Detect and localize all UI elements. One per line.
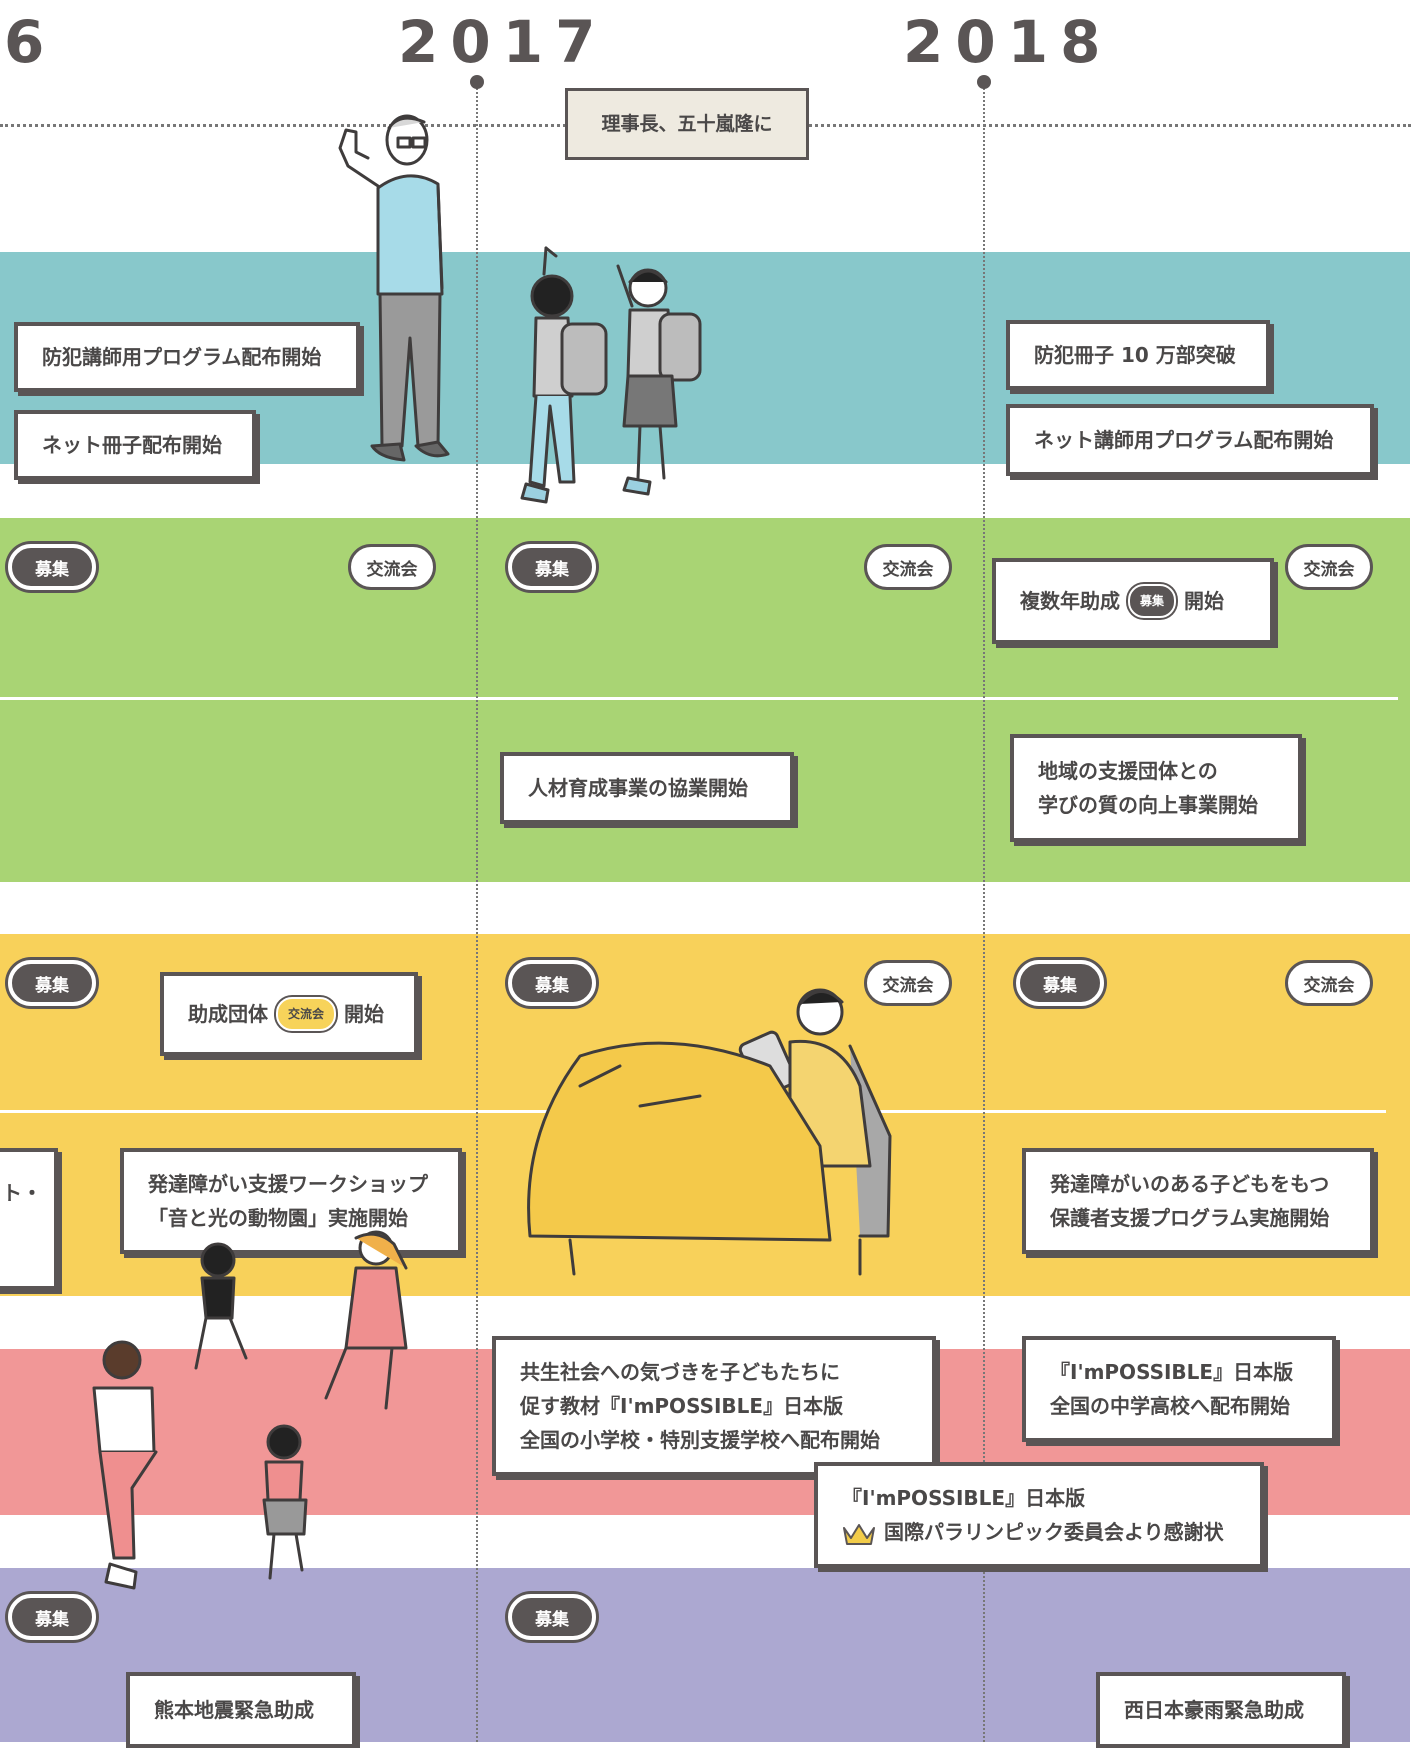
pill-exchange-label: 交流会: [882, 975, 934, 996]
box-parent-support: 発達障がいのある子どもをもつ 保護者支援プログラム実施開始: [1022, 1148, 1374, 1254]
box-net-instructor-program: ネット講師用プログラム配布開始: [1006, 404, 1374, 476]
box-kumamoto-emergency-text: 熊本地震緊急助成: [154, 1698, 314, 1722]
pill-recruitment-label: 募集: [35, 559, 69, 580]
box-impossible-elementary-line2: 促す教材『I'mPOSSIBLE』日本版: [520, 1394, 844, 1418]
box-multi-year-grant-suffix: 開始: [1184, 589, 1225, 613]
year-line-2018: [983, 88, 985, 1742]
box-paralympic-thanks-line1: 『I'mPOSSIBLE』日本版: [842, 1486, 1086, 1510]
box-impossible-junior-high-line2: 全国の中学高校へ配布開始: [1050, 1394, 1290, 1418]
box-talent-development-text: 人材育成事業の協業開始: [528, 776, 748, 800]
box-impossible-elementary: 共生社会への気づきを子どもたちに 促す教材『I'mPOSSIBLE』日本版 全国…: [492, 1336, 936, 1476]
box-parent-support-line2: 保護者支援プログラム実施開始: [1050, 1206, 1330, 1230]
box-developmental-workshop-line1: 発達障がい支援ワークショップ: [148, 1172, 428, 1196]
box-west-japan-emergency: 西日本豪雨緊急助成: [1096, 1672, 1346, 1748]
box-multi-year-grant: 複数年助成 募集 開始: [992, 558, 1274, 644]
box-crime-booklet-100k: 防犯冊子 10 万部突破: [1006, 320, 1270, 390]
pill-exchange-2018-green: 交流会: [1285, 544, 1373, 590]
pill-exchange-2016-green: 交流会: [348, 544, 436, 590]
note-chairman-text: 理事長、五十嵐隆に: [601, 113, 773, 135]
box-kumamoto-emergency: 熊本地震緊急助成: [126, 1672, 356, 1748]
mini-pill-exchange: 交流会: [276, 997, 337, 1031]
pill-exchange-label: 交流会: [1303, 559, 1355, 580]
box-impossible-elementary-line3: 全国の小学校・特別支援学校へ配布開始: [520, 1428, 880, 1452]
pill-recruitment-2017-yellow: 募集: [508, 960, 596, 1006]
box-west-japan-emergency-text: 西日本豪雨緊急助成: [1124, 1698, 1304, 1722]
box-regional-support-line1: 地域の支援団体との: [1038, 759, 1218, 783]
pill-recruitment-2016-yellow: 募集: [8, 960, 96, 1006]
illustration-schoolchildren: [520, 246, 702, 504]
pill-recruitment-label: 募集: [535, 559, 569, 580]
pill-recruitment-label: 募集: [35, 1609, 69, 1630]
box-partial-left: ト・: [0, 1148, 58, 1290]
note-chairman: 理事長、五十嵐隆に: [565, 88, 809, 160]
pill-exchange-2018-yellow: 交流会: [1285, 960, 1373, 1006]
box-regional-support-line2: 学びの質の向上事業開始: [1038, 793, 1258, 817]
mini-pill-recruitment: 募集: [1128, 584, 1177, 618]
box-impossible-junior-high-line1: 『I'mPOSSIBLE』日本版: [1050, 1360, 1294, 1384]
box-paralympic-thanks-line2: 国際パラリンピック委員会より感謝状: [842, 1515, 1236, 1549]
year-dot-2018: [977, 75, 991, 89]
box-partial-left-text: ト・: [2, 1181, 42, 1205]
pill-exchange-label: 交流会: [1303, 975, 1355, 996]
box-regional-support: 地域の支援団体との 学びの質の向上事業開始: [1010, 734, 1302, 842]
box-grantee-exchange-suffix: 開始: [344, 1002, 385, 1026]
box-developmental-workshop: 発達障がい支援ワークショップ 「音と光の動物園」実施開始: [120, 1148, 462, 1254]
pill-recruitment-2018-yellow: 募集: [1016, 960, 1104, 1006]
box-grantee-exchange: 助成団体 交流会 開始: [160, 972, 418, 1056]
year-label-2018: 2018: [903, 8, 1113, 76]
box-paralympic-thanks-line2-text: 国際パラリンピック委員会より感謝状: [884, 1520, 1224, 1544]
box-net-booklet: ネット冊子配布開始: [14, 410, 256, 480]
box-parent-support-line1: 発達障がいのある子どもをもつ: [1050, 1172, 1330, 1196]
illustration-elderly-man: [338, 114, 450, 462]
year-line-2017: [476, 88, 478, 1742]
illustration-running-children: [92, 1230, 408, 1590]
box-crime-prevention-program: 防犯講師用プログラム配布開始: [14, 322, 360, 392]
illustration-child-in-bed: [527, 988, 892, 1276]
year-label-2017: 2017: [398, 8, 608, 76]
year-label-2016: 6: [4, 8, 57, 76]
box-impossible-junior-high: 『I'mPOSSIBLE』日本版 全国の中学高校へ配布開始: [1022, 1336, 1336, 1442]
crown-icon: [843, 1523, 875, 1545]
box-multi-year-grant-text: 複数年助成: [1020, 589, 1120, 613]
pill-exchange-label: 交流会: [882, 559, 934, 580]
pill-recruitment-2016-green: 募集: [8, 544, 96, 590]
pill-recruitment-label: 募集: [1043, 975, 1077, 996]
pill-recruitment-label: 募集: [535, 975, 569, 996]
box-developmental-workshop-line2: 「音と光の動物園」実施開始: [148, 1206, 408, 1230]
box-net-booklet-text: ネット冊子配布開始: [42, 433, 222, 457]
pill-recruitment-2017-purple: 募集: [508, 1594, 596, 1640]
box-grantee-exchange-text: 助成団体: [188, 1002, 268, 1026]
box-paralympic-thanks: 『I'mPOSSIBLE』日本版 国際パラリンピック委員会より感謝状: [814, 1462, 1264, 1568]
box-net-instructor-program-text: ネット講師用プログラム配布開始: [1034, 428, 1334, 452]
pill-exchange-label: 交流会: [366, 559, 418, 580]
pill-exchange-2017-green: 交流会: [864, 544, 952, 590]
pill-recruitment-2016-purple: 募集: [8, 1594, 96, 1640]
box-impossible-elementary-line1: 共生社会への気づきを子どもたちに: [520, 1360, 840, 1384]
pill-recruitment-label: 募集: [35, 975, 69, 996]
pill-recruitment-2017-green: 募集: [508, 544, 596, 590]
box-crime-booklet-100k-text: 防犯冊子 10 万部突破: [1034, 343, 1236, 367]
band-green-divider: [0, 697, 1398, 700]
pill-exchange-2017-yellow: 交流会: [864, 960, 952, 1006]
pill-recruitment-label: 募集: [535, 1609, 569, 1630]
year-dot-2017: [470, 75, 484, 89]
box-talent-development: 人材育成事業の協業開始: [500, 752, 794, 824]
box-crime-prevention-program-text: 防犯講師用プログラム配布開始: [42, 345, 322, 369]
